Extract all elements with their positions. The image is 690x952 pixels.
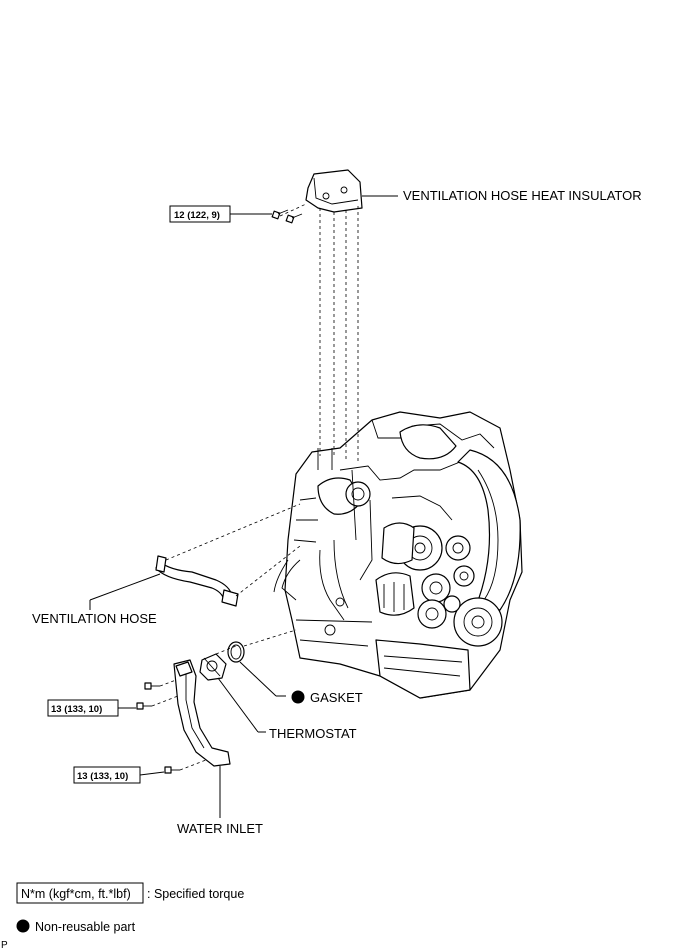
torque-water-inlet-upper: 13 (133, 10) (51, 704, 102, 715)
torque-water-inlet-lower: 13 (133, 10) (77, 771, 128, 782)
legend-torque-desc: : Specified torque (147, 887, 244, 901)
legend-torque-box (16, 882, 144, 904)
legend-non-reusable: Non-reusable part (35, 920, 136, 934)
water-inlet (173, 659, 231, 767)
ventilation-hose-heat-insulator (305, 169, 363, 213)
gasket-ring (227, 641, 245, 663)
figure-code: P (1, 940, 8, 951)
legend-torque-unit: N*m (kgf*cm, ft.*lbf) (21, 887, 131, 901)
label-ventilation-hose-heat-insulator: VENTILATION HOSE HEAT INSULATOR (403, 188, 642, 203)
non-reusable-bullet-icon (291, 690, 305, 704)
label-water-inlet: WATER INLET (177, 821, 263, 836)
label-thermostat: THERMOSTAT (269, 726, 357, 741)
ventilation-hose (155, 555, 239, 607)
engine-illustration (273, 411, 523, 699)
label-ventilation-hose: VENTILATION HOSE (32, 611, 157, 626)
water-inlet-bolt-icon (136, 682, 180, 774)
torque-insulator-bolt: 12 (122, 9) (174, 210, 220, 221)
legend-non-reusable-icon (16, 919, 30, 933)
insulator-bolt-icon (271, 209, 303, 224)
thermostat (199, 653, 227, 681)
label-gasket: GASKET (310, 690, 363, 705)
